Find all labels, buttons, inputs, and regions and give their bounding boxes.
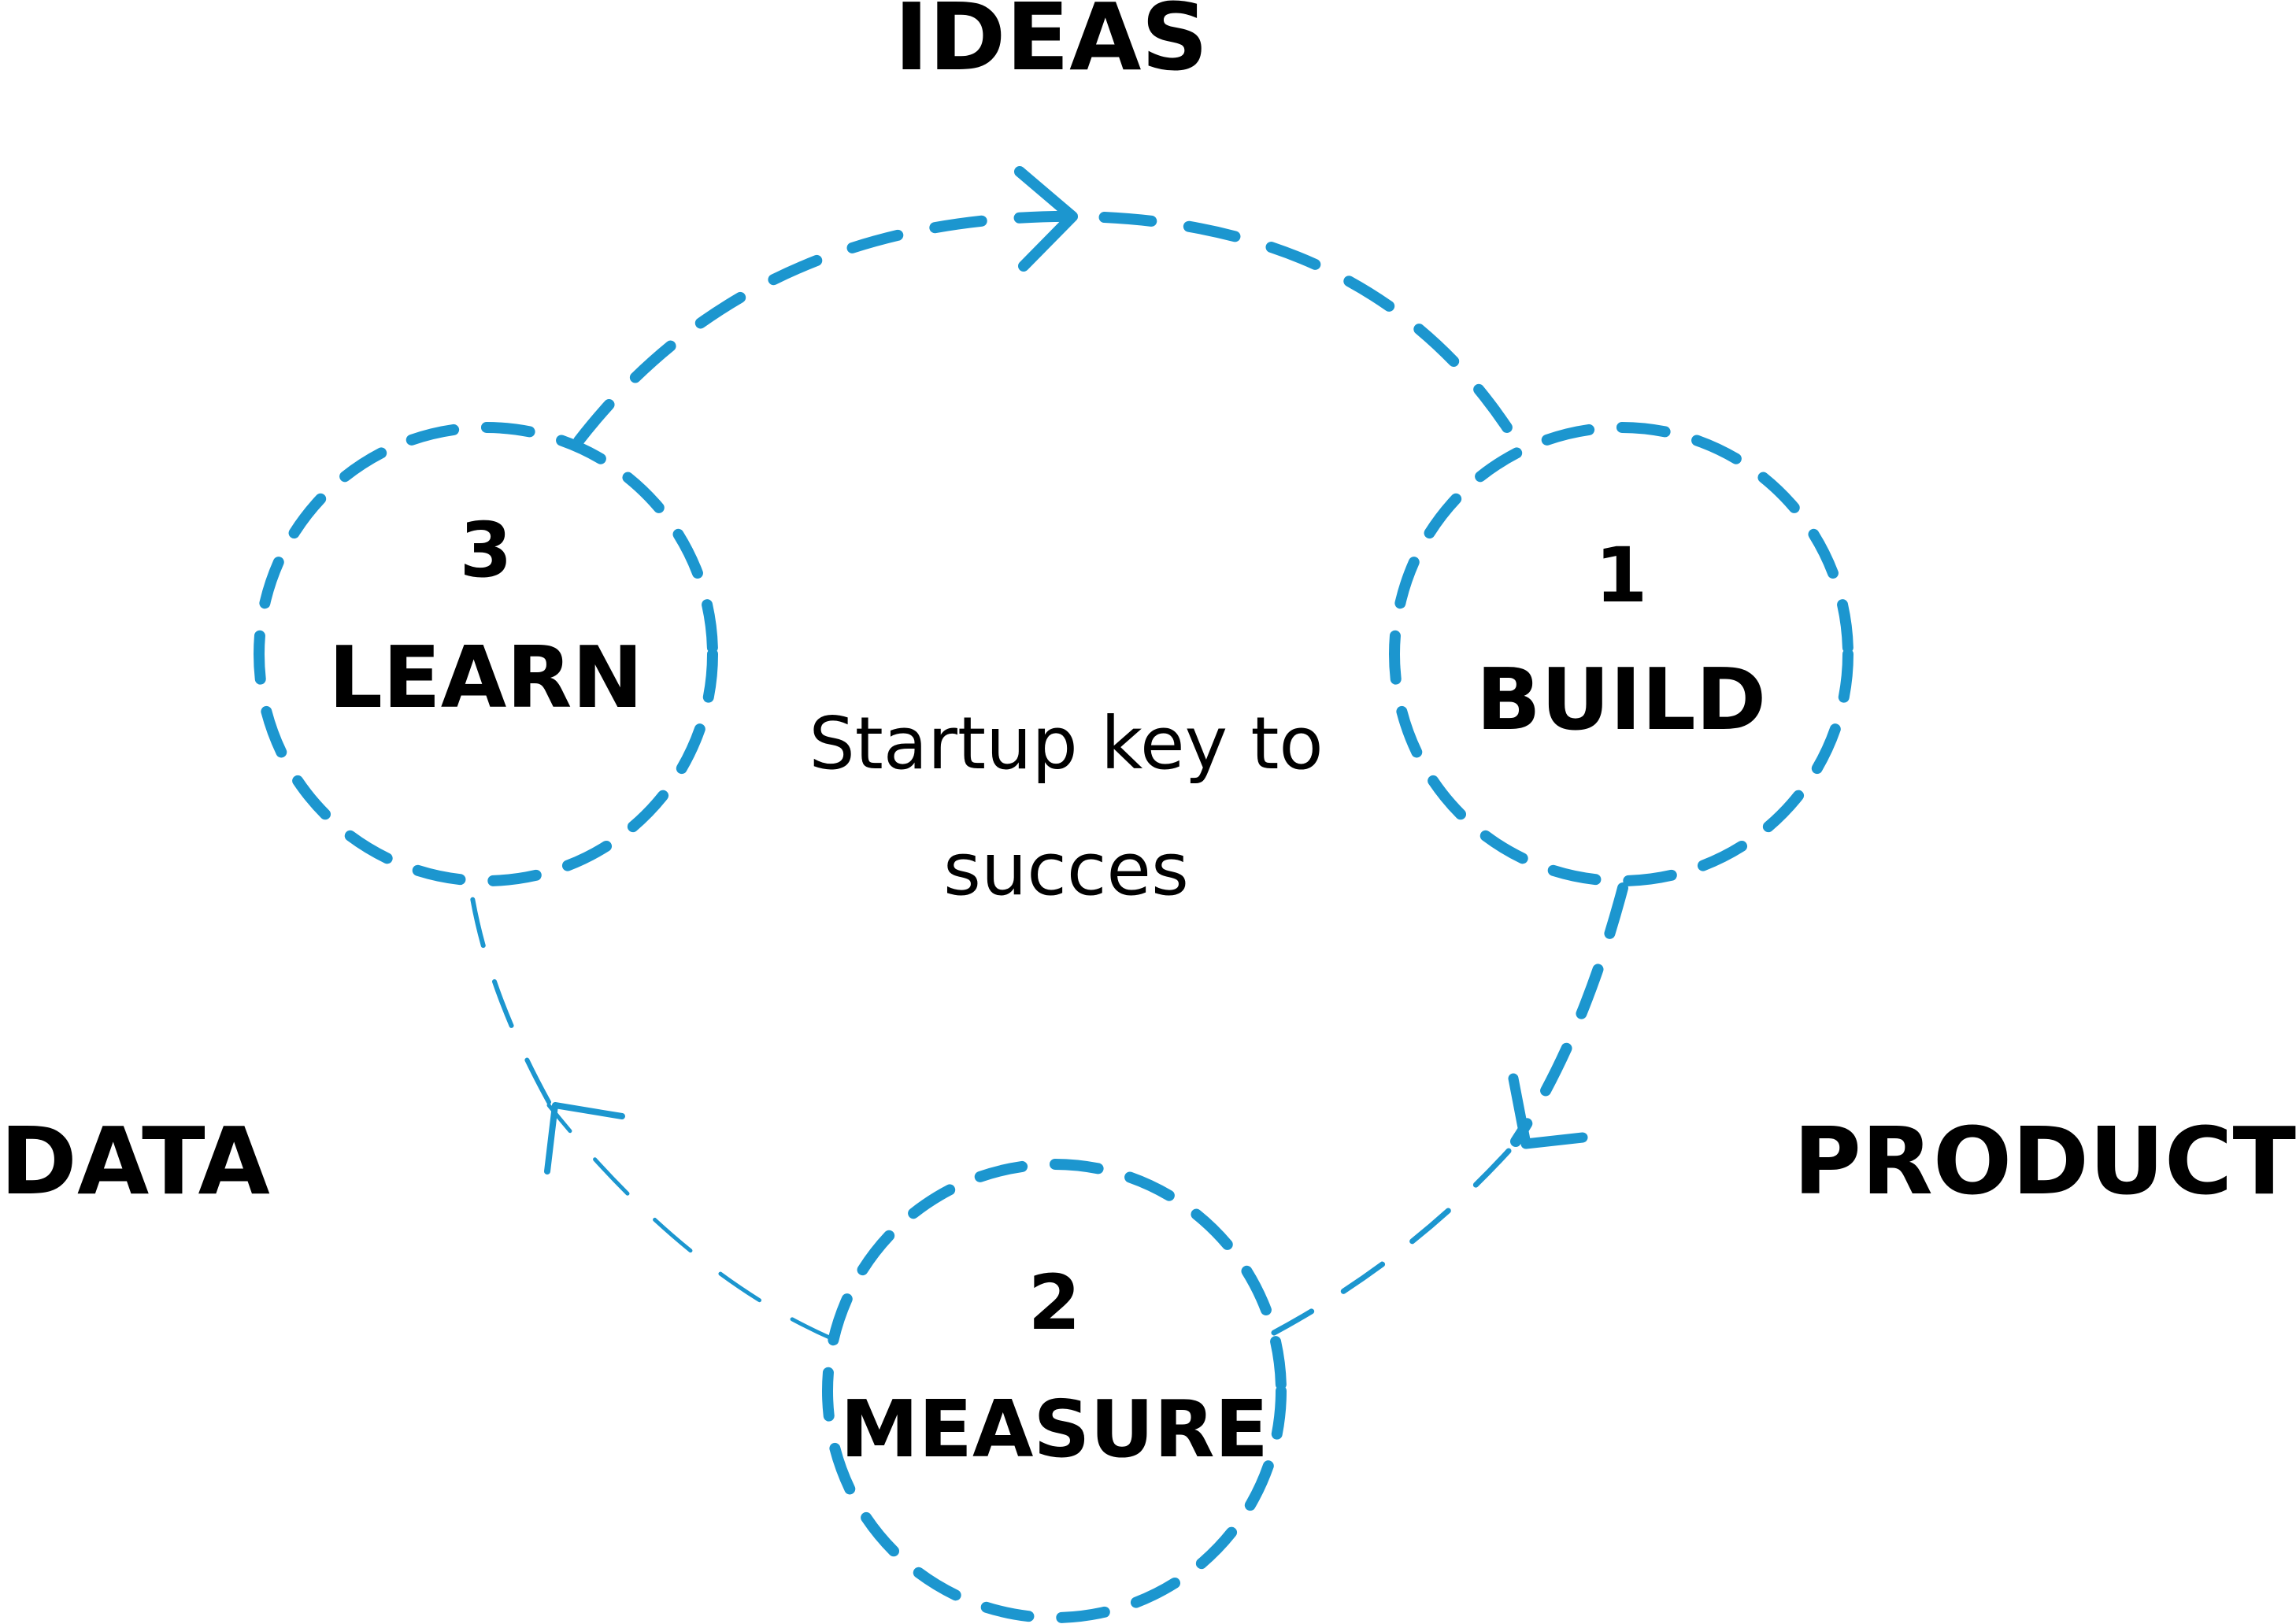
- learn-to-build-arc: [573, 210, 1521, 446]
- measure-step-number: 2: [1028, 1259, 1081, 1347]
- center-text-line1: Startup key to: [809, 701, 1323, 786]
- learn-circle: [254, 422, 718, 886]
- arrow-up-left-icon: [544, 1102, 625, 1175]
- center-text-line2: succes: [943, 827, 1189, 912]
- product-label: PRODUCT: [1793, 1107, 2296, 1215]
- measure-circle: [822, 1159, 1287, 1623]
- measure-step-label: MEASURE: [840, 1383, 1268, 1475]
- build-circle: [1389, 422, 1853, 886]
- measure-to-data-line: [546, 1103, 837, 1342]
- ideas-label: IDEAS: [894, 0, 1209, 91]
- data-to-learn-line: [469, 891, 551, 1104]
- learn-step-label: LEARN: [328, 629, 643, 727]
- product-to-measure-line: [1271, 1148, 1512, 1336]
- data-label: DATA: [0, 1107, 270, 1215]
- arrow-down-left-icon: [1508, 1073, 1588, 1149]
- build-to-product-line: [1510, 882, 1628, 1147]
- arrow-right-icon: [1014, 166, 1078, 272]
- build-step-number: 1: [1595, 531, 1648, 620]
- build-step-label: BUILD: [1476, 651, 1767, 749]
- learn-step-number: 3: [460, 506, 513, 594]
